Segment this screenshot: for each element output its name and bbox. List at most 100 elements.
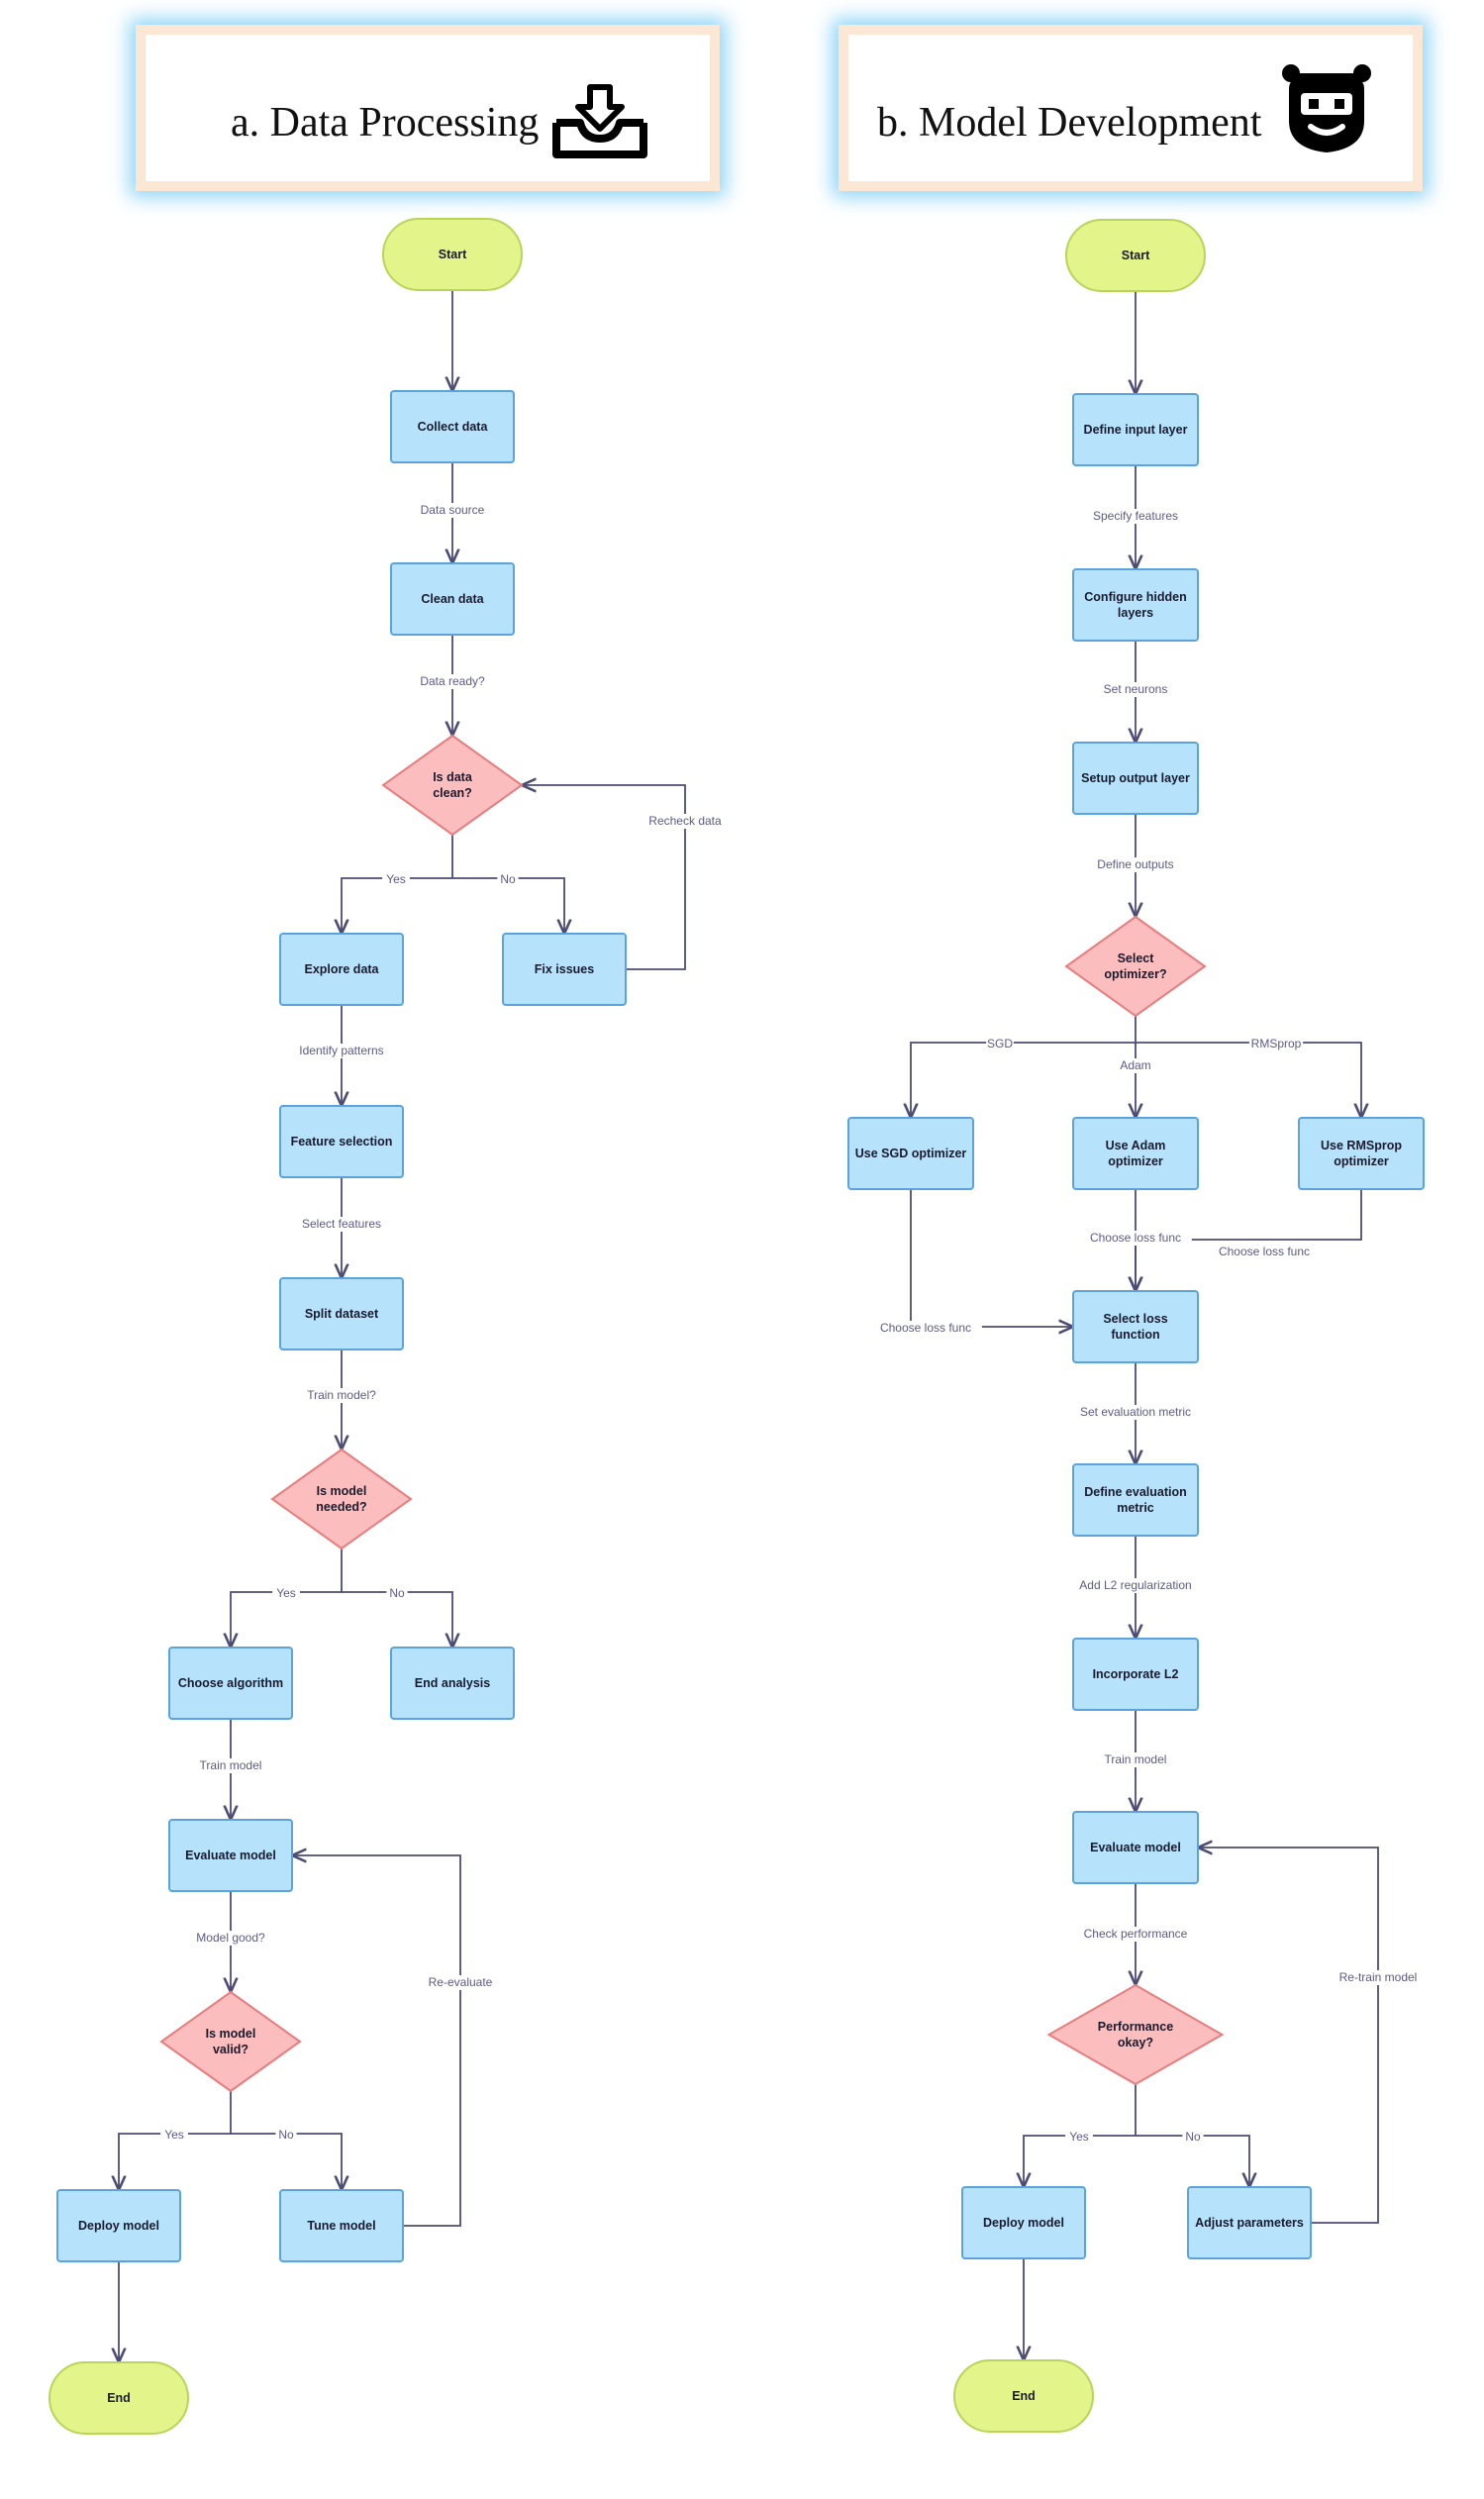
process-box xyxy=(1072,393,1199,466)
node-label: Explore data xyxy=(304,962,379,976)
connector-line xyxy=(1136,1042,1361,1118)
node-b-optq: Select optimizer? xyxy=(1064,915,1207,1018)
edge-label-bg xyxy=(1065,2130,1093,2145)
edge-label: Set neurons xyxy=(1104,682,1168,696)
process-box xyxy=(1072,1811,1199,1884)
edge-label: Yes xyxy=(164,2128,184,2142)
node-a-clean: Clean data xyxy=(390,562,515,636)
process-box xyxy=(168,1647,293,1720)
connector-line xyxy=(911,1042,1136,1118)
node-label: Incorporate L2 xyxy=(1093,1667,1179,1681)
terminal-shape xyxy=(49,2361,189,2435)
node-label: Select xyxy=(1118,951,1155,965)
edge-label: Set evaluation metric xyxy=(1080,1405,1191,1419)
edge-label-bg xyxy=(497,872,519,887)
terminal-shape xyxy=(953,2359,1094,2433)
node-b-sgd: Use SGD optimizer xyxy=(847,1117,974,1190)
node-label: Use Adam xyxy=(1106,1139,1166,1152)
node-a-feature: Feature selection xyxy=(279,1105,404,1178)
node-label: Clean data xyxy=(421,592,484,606)
edge-label: Data ready? xyxy=(420,674,485,688)
edge-label-bg xyxy=(412,674,493,689)
edge-label-bg xyxy=(275,2128,297,2143)
node-label: optimizer? xyxy=(1104,967,1166,981)
robot-icon xyxy=(1277,59,1376,163)
node-b-output: Setup output layer xyxy=(1072,742,1199,815)
process-box xyxy=(168,1819,293,1892)
node-label: Evaluate model xyxy=(185,1849,276,1862)
edge-label: Re-evaluate xyxy=(429,1975,493,1989)
node-label: Setup output layer xyxy=(1081,771,1190,785)
connector-line xyxy=(1198,1848,1379,2224)
header-title-model-development: b. Model Development xyxy=(877,100,1262,146)
edge-label-bg xyxy=(1075,1927,1196,1942)
edge-label-bg xyxy=(420,1975,501,1990)
node-label: Select loss xyxy=(1103,1312,1167,1326)
node-a-start: Start xyxy=(382,218,523,291)
header-title-data-processing: a. Data Processing xyxy=(231,100,540,146)
edge-label: Yes xyxy=(386,872,406,886)
terminal-shape xyxy=(1065,219,1206,292)
node-label: metric xyxy=(1117,1501,1154,1515)
edge-label: Train model xyxy=(1105,1752,1167,1766)
node-label: optimizer xyxy=(1334,1154,1389,1168)
node-label: Is model xyxy=(206,2027,256,2041)
node-label: clean? xyxy=(433,786,472,800)
edge-label: Choose loss func xyxy=(1219,1245,1310,1258)
edge-label: Yes xyxy=(1069,2130,1089,2144)
process-box xyxy=(1072,568,1199,642)
node-a-split: Split dataset xyxy=(279,1277,404,1350)
edge-label: Re-train model xyxy=(1339,1970,1418,1984)
node-label: Evaluate model xyxy=(1090,1841,1181,1854)
edge-label-bg xyxy=(160,2128,188,2143)
edge-label: RMSprop xyxy=(1251,1037,1302,1050)
edge-label-bg xyxy=(986,1037,1014,1051)
process-box xyxy=(1298,1117,1425,1190)
node-label: okay? xyxy=(1118,2036,1153,2049)
node-label: Deploy model xyxy=(983,2216,1064,2230)
process-box xyxy=(502,933,627,1006)
node-label: valid? xyxy=(213,2043,248,2056)
edge-label: Identify patterns xyxy=(299,1044,383,1057)
edge-label: Recheck data xyxy=(648,814,722,828)
node-label: Start xyxy=(1122,249,1150,262)
node-a-endanalysis: End analysis xyxy=(390,1647,515,1720)
edge-label-bg xyxy=(1118,1058,1153,1073)
node-a-collect: Collect data xyxy=(390,390,515,463)
process-box xyxy=(1072,742,1199,815)
node-label: Use SGD optimizer xyxy=(855,1147,967,1160)
node-label: Define input layer xyxy=(1084,423,1188,437)
node-a-explore: Explore data xyxy=(279,933,404,1006)
edge-label: Yes xyxy=(276,1586,296,1600)
edge-label-bg xyxy=(1079,509,1192,524)
process-box xyxy=(961,2186,1086,2259)
edge-label-bg xyxy=(1208,1245,1321,1259)
node-a-tune: Tune model xyxy=(279,2189,404,2262)
edge-label: Data source xyxy=(421,503,485,517)
node-label: Feature selection xyxy=(291,1135,393,1149)
inbox-download-icon xyxy=(550,83,649,165)
edge-label-bg xyxy=(642,814,729,829)
node-b-rms: Use RMSprop optimizer xyxy=(1298,1117,1425,1190)
node-label: Fix issues xyxy=(535,962,594,976)
edge-label-bg xyxy=(386,1586,408,1601)
edge-label: Add L2 regularization xyxy=(1079,1578,1191,1592)
node-label: Tune model xyxy=(307,2219,375,2233)
edge-label-bg xyxy=(1085,857,1186,872)
node-a-valid: Is model valid? xyxy=(159,1990,302,2093)
node-label: Use RMSprop xyxy=(1321,1139,1402,1152)
process-box xyxy=(1072,1290,1199,1363)
node-label: Is model xyxy=(317,1484,367,1498)
edge-label-bg xyxy=(281,1044,402,1058)
node-a-evaluate: Evaluate model xyxy=(168,1819,293,1892)
process-box xyxy=(1187,2186,1312,2259)
terminal-shape xyxy=(382,218,523,291)
edge-label: Check performance xyxy=(1084,1927,1188,1941)
process-box xyxy=(390,1647,515,1720)
edge-label: Specify features xyxy=(1093,509,1178,523)
node-label: Split dataset xyxy=(305,1307,379,1321)
